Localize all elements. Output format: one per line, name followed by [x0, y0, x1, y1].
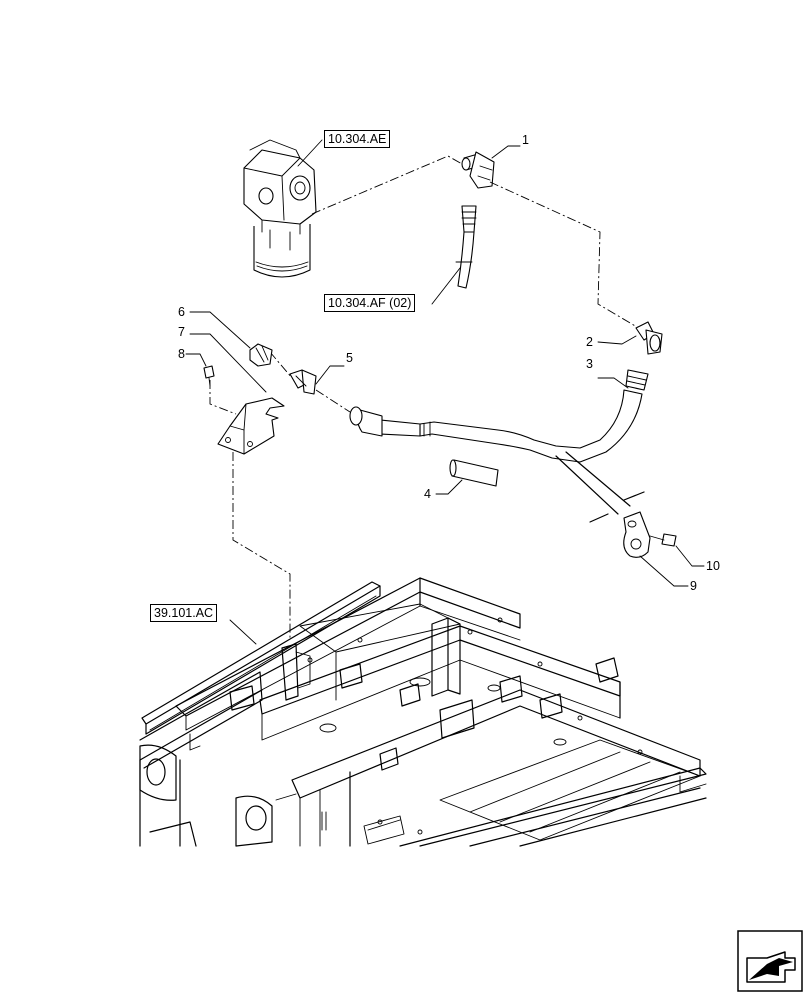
callout-7: 7 [178, 325, 185, 339]
reference-label-filter[interactable]: 10.304.AE [324, 130, 391, 148]
callout-2: 2 [586, 335, 593, 349]
part-7-bracket [217, 397, 285, 455]
callout-6: 6 [178, 305, 185, 319]
fuel-filter-illustration [243, 139, 317, 278]
part-1-elbow-fitting [461, 151, 495, 189]
callout-1: 1 [522, 133, 529, 147]
part-8-bolt [203, 365, 215, 387]
assembly-centerlines [209, 155, 643, 640]
part-10-screw [649, 533, 677, 547]
next-page-arrow-icon[interactable] [737, 930, 803, 992]
callout-9: 9 [690, 579, 697, 593]
callout-3: 3 [586, 357, 593, 371]
callout-4: 4 [424, 487, 431, 501]
reference-label-hose[interactable]: 10.304.AF (02) [324, 294, 416, 312]
part-2-elbow [635, 321, 663, 355]
hose-cut-lines [555, 451, 645, 523]
callout-10: 10 [706, 559, 720, 573]
part-3-hose-assembly [349, 369, 649, 463]
part-9-clamp [623, 511, 651, 558]
part-6-fitting [249, 343, 273, 367]
callout-8: 8 [178, 347, 185, 361]
upper-hose-stub [455, 205, 477, 289]
part-5-adapter [289, 369, 317, 395]
part-4-sleeve [449, 459, 499, 487]
machine-frame-illustration [139, 577, 707, 847]
callout-5: 5 [346, 351, 353, 365]
reference-label-frame[interactable]: 39.101.AC [150, 604, 218, 622]
